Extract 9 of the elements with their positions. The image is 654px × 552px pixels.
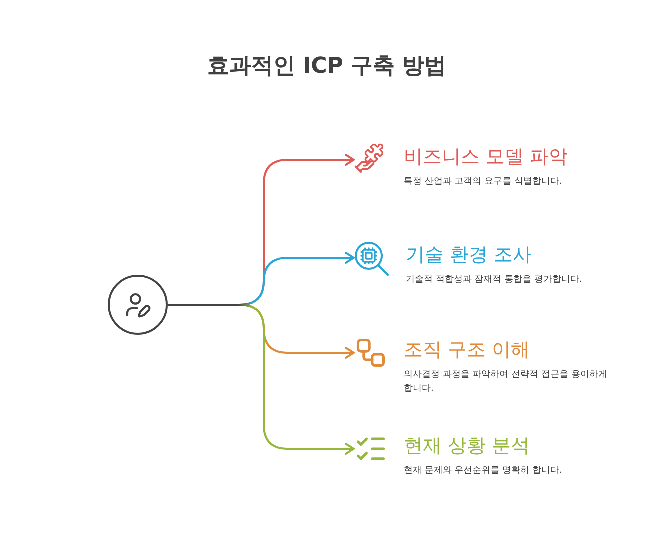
step-description: 현재 문제와 우선순위를 명확히 합니다.: [404, 465, 564, 478]
step-heading: 비즈니스 모델 파악: [404, 145, 570, 169]
step-description: 특정 산업과 고객의 요구를 식별합니다.: [404, 176, 564, 189]
step-heading: 조직 구조 이해: [404, 338, 532, 362]
step-heading: 기술 환경 조사: [406, 243, 534, 267]
step-heading: 현재 상황 분석: [404, 434, 532, 458]
step-description: 의사결정 과정을 파악하여 전략적 접근을 용이하게 합니다.: [404, 369, 608, 396]
diagram-title: 효과적인 ICP 구축 방법: [206, 53, 448, 81]
step-description: 기술적 적합성과 잠재적 통합을 평가합니다.: [406, 274, 584, 287]
